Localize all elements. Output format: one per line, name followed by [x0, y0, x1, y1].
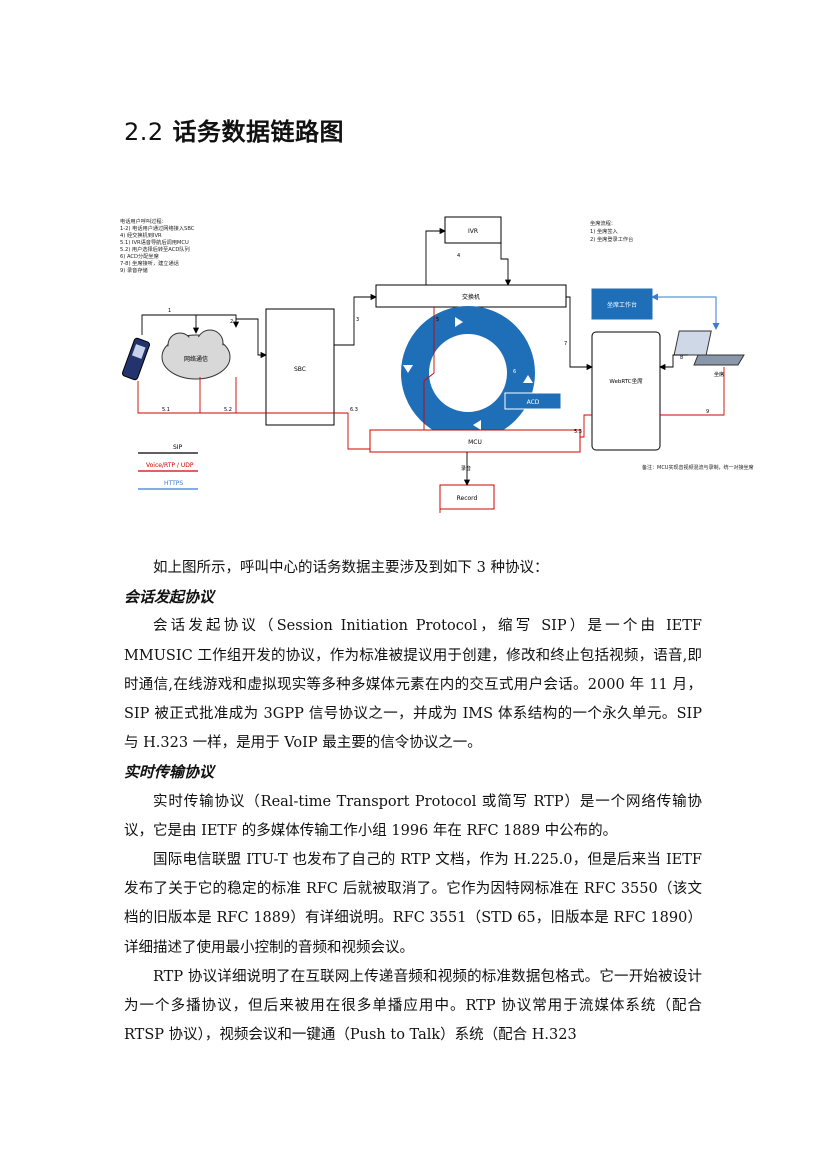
- edge-label: 7: [564, 341, 567, 347]
- note-line: 坐席流程：: [590, 219, 616, 227]
- network-label: 网络通信: [184, 355, 208, 363]
- webrtc-label: WebRTC坐席: [609, 377, 643, 385]
- cloud-icon: [161, 329, 231, 380]
- call-data-link-diagram: 电话用户呼叫过程： 1-2) 电话用户通过网络接入SBC 4) 经交换机到IVR…: [120, 216, 753, 513]
- acd-ring: [401, 306, 535, 440]
- heading-rtp: 实时传输协议: [124, 763, 215, 782]
- https-edges: [651, 293, 720, 330]
- sip-paragraph: 会话发起协议（Session Initiation Protocol，缩写 SI…: [124, 618, 702, 752]
- rtp-paragraph-3: RTP 协议详细说明了在互联网上传递音频和视频的标准数据包格式。它一开始被设计为…: [124, 968, 702, 1044]
- record-edge-label: 录音: [461, 465, 471, 472]
- note-line: 1-2) 电话用户通过网络接入SBC: [120, 224, 195, 232]
- note-line: 6) ACD分配坐席: [120, 252, 159, 260]
- note-line: 5.2) 用户选择后转至ACD队列: [120, 245, 190, 253]
- note-line: 1) 坐席签入: [590, 227, 618, 235]
- edge-labels: 1 2 3 4 5 6 7 8 9 5.1 5.2 5.3 6.3: [162, 253, 709, 435]
- note-line: 7-8) 坐席接听，建立通话: [120, 259, 179, 267]
- note-line: 2) 坐席登录工作台: [590, 235, 633, 243]
- legend: SIP Voice/RTP / UDP HTTPS: [138, 444, 198, 490]
- agent-workbench-label: 坐席工作台: [607, 301, 637, 309]
- record-box: [439, 484, 495, 510]
- switch-label: 交换机: [462, 293, 480, 301]
- note-line: 4) 经交换机到IVR: [120, 231, 162, 239]
- edge-label: 5.3: [574, 429, 582, 435]
- edge-label: 4: [457, 253, 460, 259]
- section-number: 2.2: [124, 118, 164, 146]
- ring-arrow: [523, 375, 533, 383]
- notes-right: 坐席流程： 1) 坐席签入 2) 坐席登录工作台: [590, 219, 633, 243]
- body-text: 如上图所示，呼叫中心的话务数据主要涉及到如下 3 种协议： 会话发起协议 会话发…: [124, 554, 702, 1050]
- ring-arrow: [455, 317, 463, 327]
- sip-edges: [141, 227, 688, 486]
- heading-sip: 会话发起协议: [124, 588, 215, 607]
- edge-label: 3: [356, 317, 359, 323]
- pc-label: 坐席: [714, 371, 724, 378]
- mcu-box: [369, 429, 581, 453]
- rtp-edges: [137, 307, 725, 513]
- note-line: 电话用户呼叫过程：: [120, 217, 167, 225]
- webrtc-box: [591, 331, 661, 451]
- notes-left: 电话用户呼叫过程： 1-2) 电话用户通过网络接入SBC 4) 经交换机到IVR…: [120, 217, 195, 274]
- intro-paragraph: 如上图所示，呼叫中心的话务数据主要涉及到如下 3 种协议：: [153, 560, 549, 576]
- edge-label: 1: [168, 308, 171, 314]
- section-title: 2.2 话务数据链路图: [124, 112, 344, 147]
- edge-label: 5.1: [162, 407, 170, 413]
- laptop-icon: [673, 330, 745, 366]
- mcu-label: MCU: [468, 439, 482, 446]
- section-title-text: 话务数据链路图: [172, 118, 345, 146]
- ring-arrow: [403, 365, 413, 373]
- edge-label: 6.3: [350, 407, 358, 413]
- edge-label: 2: [230, 319, 233, 325]
- legend-label: SIP: [173, 444, 183, 451]
- note-line: 9) 录音存储: [120, 266, 148, 274]
- edge-label: 5.2: [224, 407, 232, 413]
- ring-arrow: [473, 420, 481, 430]
- acd-box: [504, 392, 562, 410]
- ivr-label: IVR: [468, 228, 478, 235]
- agent-workbench-box: [591, 288, 653, 320]
- bottom-note: 备注：MCU实现音视频混流与录制，统一对接坐席: [642, 464, 753, 471]
- legend-label: HTTPS: [164, 480, 183, 487]
- acd-label: ACD: [527, 399, 540, 406]
- sbc-label: SBC: [294, 366, 306, 373]
- edge-label: 5: [436, 317, 439, 323]
- sbc-box: [265, 308, 335, 426]
- edge-label: 9: [706, 409, 709, 415]
- rtp-paragraph-2: 国际电信联盟 ITU-T 也发布了自己的 RTP 文档，作为 H.225.0，但…: [124, 852, 702, 956]
- rtp-paragraph-1: 实时传输协议（Real-time Transport Protocol 或简写 …: [124, 793, 702, 839]
- legend-label: Voice/RTP / UDP: [146, 462, 194, 469]
- mobile-phone-icon: [121, 337, 151, 381]
- record-label: Record: [457, 495, 478, 502]
- edge-label: 8: [680, 355, 683, 361]
- edge-label: 6: [513, 369, 516, 375]
- note-line: 5.1) IVR语音导航后调用MCU: [120, 238, 189, 246]
